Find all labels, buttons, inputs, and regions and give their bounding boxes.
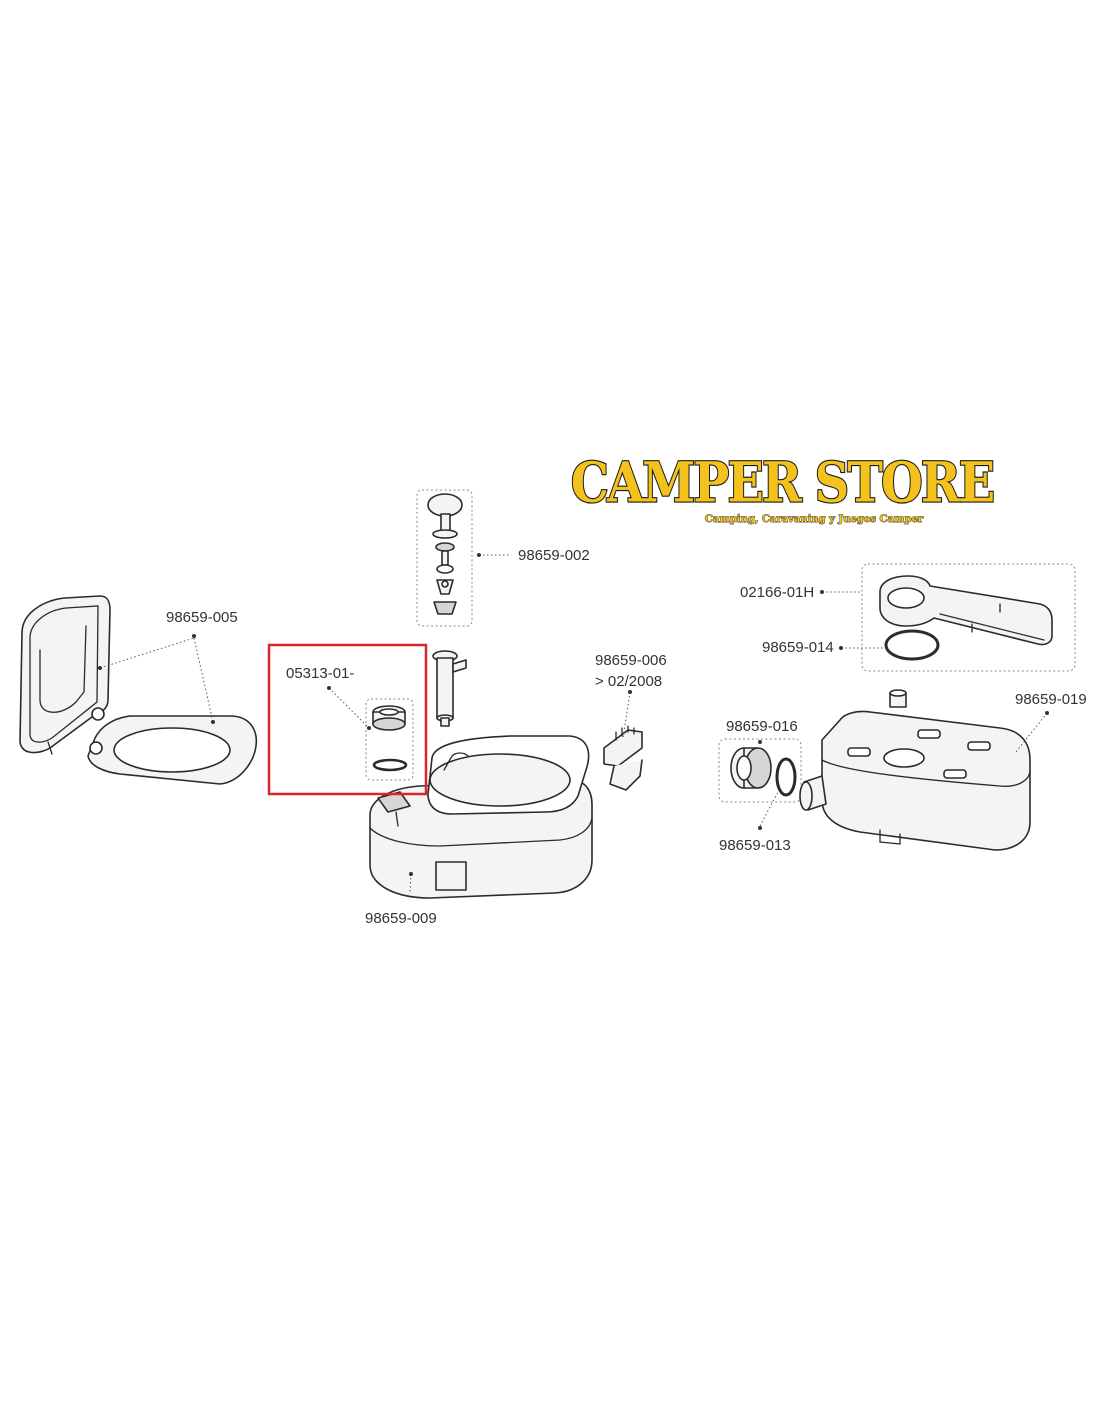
cap-and-oring-drawing [365, 698, 414, 781]
label-98659-006: 98659-006 [595, 652, 667, 669]
label-98659-006-note: > 02/2008 [595, 673, 662, 690]
label-02166-01h: 02166-01H [740, 584, 814, 601]
logo-wordmark: CAMPER STORE [571, 450, 993, 515]
logo-tagline: Camping, Caravaning y Juegos Camper [705, 514, 924, 525]
highlight-box [267, 643, 428, 796]
seat-and-lid-drawing [19, 595, 258, 785]
upper-tank-drawing [369, 735, 593, 899]
label-98659-005: 98659-005 [166, 609, 238, 626]
label-98659-013: 98659-013 [719, 837, 791, 854]
label-98659-016: 98659-016 [726, 718, 798, 735]
pump-cylinder-drawing [432, 650, 467, 727]
label-98659-014: 98659-014 [762, 639, 834, 656]
leader-lines [98, 553, 1049, 893]
label-05313-01: 05313-01- [286, 665, 354, 682]
label-98659-019: 98659-019 [1015, 691, 1087, 708]
label-98659-009: 98659-009 [365, 910, 437, 927]
label-98659-002: 98659-002 [518, 547, 590, 564]
pump-assembly-drawing [416, 489, 473, 627]
slide-valve-drawing [861, 563, 1076, 672]
part-labels: 98659-002 98659-005 05313-01- 98659-006 … [166, 547, 1087, 927]
waste-tank-drawing [799, 689, 1031, 851]
cap-and-seal-drawing [718, 738, 802, 803]
camper-store-logo: CAMPER STORE Camping, Caravaning y Juego… [570, 449, 997, 525]
bracket-drawing [603, 725, 643, 791]
